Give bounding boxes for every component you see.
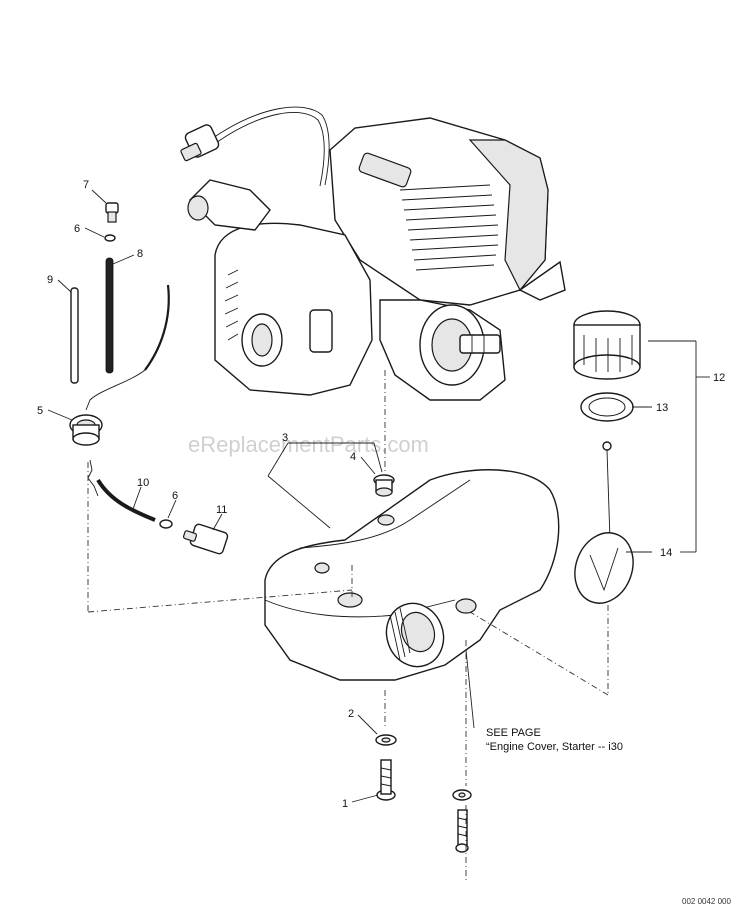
watermark: eReplacementParts.com — [188, 432, 429, 457]
callout-11: 11 — [216, 504, 227, 516]
part-9-tube — [70, 287, 79, 384]
callout-13: 13 — [656, 402, 668, 414]
callout-8: 8 — [137, 248, 143, 260]
callout-5: 5 — [37, 405, 43, 417]
fuel-tank — [264, 469, 560, 681]
part-6-oring-upper — [104, 234, 116, 242]
part-10-fuel-hose — [96, 478, 156, 522]
part-6-clamp-lower — [159, 519, 173, 529]
part-11-fuel-filter — [182, 523, 229, 555]
part-4-grommet — [373, 474, 395, 497]
cylinder-fins — [399, 184, 499, 271]
callout-3: 3 — [282, 432, 288, 444]
diagram-code: 002 0042 000 — [682, 897, 731, 906]
callout-6-lower: 6 — [172, 490, 178, 502]
assembly-centerlines — [87, 370, 609, 880]
lower-right-screw — [452, 789, 472, 853]
see-page-note-line2: “Engine Cover, Starter -- i30 — [486, 741, 623, 753]
part-1-screw — [376, 759, 396, 801]
housing-louvers — [224, 269, 239, 341]
see-page-note-line1: SEE PAGE — [486, 727, 541, 739]
callout-10: 10 — [137, 477, 149, 489]
callout-6-upper: 6 — [74, 223, 80, 235]
callout-7: 7 — [83, 179, 89, 191]
part-7-fitting — [105, 202, 119, 223]
spark-plug-boot — [180, 124, 220, 162]
callout-2: 2 — [348, 708, 354, 720]
part-13-gasket — [580, 392, 634, 422]
callout-12: 12 — [713, 372, 725, 384]
callout-4: 4 — [350, 451, 356, 463]
part-12-fuel-cap — [573, 310, 641, 380]
callout-9: 9 — [47, 274, 53, 286]
part-14-strainer — [574, 441, 634, 604]
callout-14: 14 — [660, 547, 672, 559]
engine-assembly — [180, 106, 566, 401]
leader-lines — [47, 189, 710, 803]
part-8-vent-tube — [105, 257, 114, 374]
callout-1: 1 — [342, 798, 348, 810]
part-5-grommet — [69, 414, 103, 446]
